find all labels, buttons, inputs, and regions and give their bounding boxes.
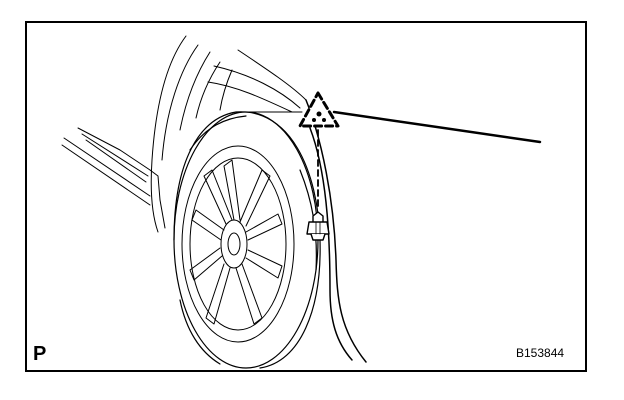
fender-liner-clip-icon	[306, 211, 330, 241]
hood-line	[332, 110, 542, 144]
dashed-triangle-location-icon	[298, 91, 340, 128]
fender-liner-edge	[305, 99, 367, 363]
view-label: P	[33, 343, 47, 365]
fender-arch	[150, 35, 307, 233]
illustration-frame	[25, 21, 587, 372]
figure-code: B153844	[516, 346, 565, 360]
wheel-rim	[181, 145, 295, 343]
rocker-panel	[61, 127, 166, 229]
